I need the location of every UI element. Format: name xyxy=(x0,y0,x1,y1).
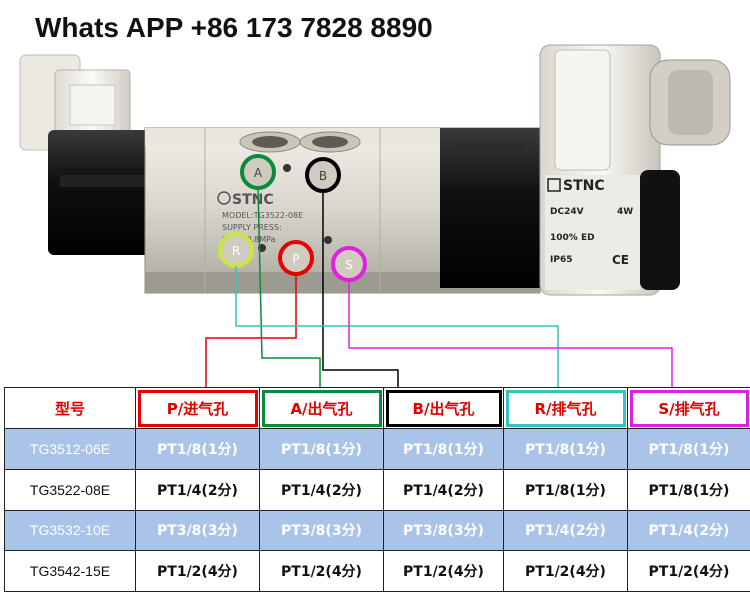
model-cell: TG3522-08E xyxy=(5,469,136,510)
port-b-marker: B xyxy=(307,159,339,191)
table-row: TG3532-10E PT3/8(3分) PT3/8(3分) PT3/8(3分)… xyxy=(5,510,750,551)
svg-text:CE: CE xyxy=(612,253,629,267)
table-cell: PT1/4(2分) xyxy=(504,510,628,551)
header-port-s: S/排气孔 xyxy=(628,388,750,429)
table-row: TG3542-15E PT1/2(4分) PT1/2(4分) PT1/2(4分)… xyxy=(5,551,750,592)
table-cell: PT1/8(1分) xyxy=(384,429,504,470)
header-port-a: A/出气孔 xyxy=(260,388,384,429)
coil-label: STNC DC24V 4W 100% ED IP65 CE xyxy=(545,175,640,290)
table-cell: PT1/2(4分) xyxy=(384,551,504,592)
svg-text:SUPPLY PRESS:: SUPPLY PRESS: xyxy=(222,223,282,232)
table-cell: PT3/8(3分) xyxy=(260,510,384,551)
header-port-b: B/出气孔 xyxy=(384,388,504,429)
svg-text:IP65: IP65 xyxy=(550,255,572,265)
table-cell: PT1/2(4分) xyxy=(136,551,260,592)
body-brand: STNC xyxy=(232,192,274,208)
table-row: TG3522-08E PT1/4(2分) PT1/4(2分) PT1/4(2分)… xyxy=(5,469,750,510)
svg-text:B: B xyxy=(319,169,327,183)
table-cell: PT1/2(4分) xyxy=(628,551,750,592)
svg-text:4W: 4W xyxy=(617,207,633,217)
port-s-marker: S xyxy=(333,248,365,280)
header-port-r: R/排气孔 xyxy=(504,388,628,429)
table-cell: PT1/4(2分) xyxy=(136,469,260,510)
table-cell: PT1/2(4分) xyxy=(260,551,384,592)
table-cell: PT1/4(2分) xyxy=(628,510,750,551)
model-cell: TG3542-15E xyxy=(5,551,136,592)
table-cell: PT1/4(2分) xyxy=(384,469,504,510)
contact-text: Whats APP +86 173 7828 8890 xyxy=(35,12,433,44)
model-cell: TG3512-06E xyxy=(5,429,136,470)
svg-text:100% ED: 100% ED xyxy=(550,233,595,243)
right-connector: STNC DC24V 4W 100% ED IP65 CE xyxy=(540,45,730,295)
port-spec-table: 型号 P/进气孔 A/出气孔 B/出气孔 R/排气孔 S/排气孔 TG3512-… xyxy=(4,387,750,592)
left-coil xyxy=(48,130,153,255)
port-p-marker: P xyxy=(280,242,312,274)
table-cell: PT1/4(2分) xyxy=(260,469,384,510)
header-model: 型号 xyxy=(5,388,136,429)
table-cell: PT1/8(1分) xyxy=(260,429,384,470)
header-port-p: P/进气孔 xyxy=(136,388,260,429)
table-cell: PT3/8(3分) xyxy=(136,510,260,551)
table-cell: PT3/8(3分) xyxy=(384,510,504,551)
model-cell: TG3532-10E xyxy=(5,510,136,551)
table-cell: PT1/2(4分) xyxy=(504,551,628,592)
svg-text:S: S xyxy=(345,258,353,272)
port-a-marker: A xyxy=(242,156,274,188)
table-row: TG3512-06E PT1/8(1分) PT1/8(1分) PT1/8(1分)… xyxy=(5,429,750,470)
table-cell: PT1/8(1分) xyxy=(504,429,628,470)
table-cell: PT1/8(1分) xyxy=(504,469,628,510)
table-cell: PT1/8(1分) xyxy=(628,469,750,510)
table-cell: PT1/8(1分) xyxy=(136,429,260,470)
svg-text:P: P xyxy=(292,252,299,266)
svg-text:MODEL:TG3522-08E: MODEL:TG3522-08E xyxy=(222,211,303,220)
svg-text:R: R xyxy=(232,244,240,258)
table-header-row: 型号 P/进气孔 A/出气孔 B/出气孔 R/排气孔 S/排气孔 xyxy=(5,388,750,429)
port-r-marker: R xyxy=(220,234,252,266)
svg-text:A: A xyxy=(254,166,263,180)
table-cell: PT1/8(1分) xyxy=(628,429,750,470)
svg-text:DC24V: DC24V xyxy=(550,207,584,217)
svg-text:STNC: STNC xyxy=(563,178,605,194)
